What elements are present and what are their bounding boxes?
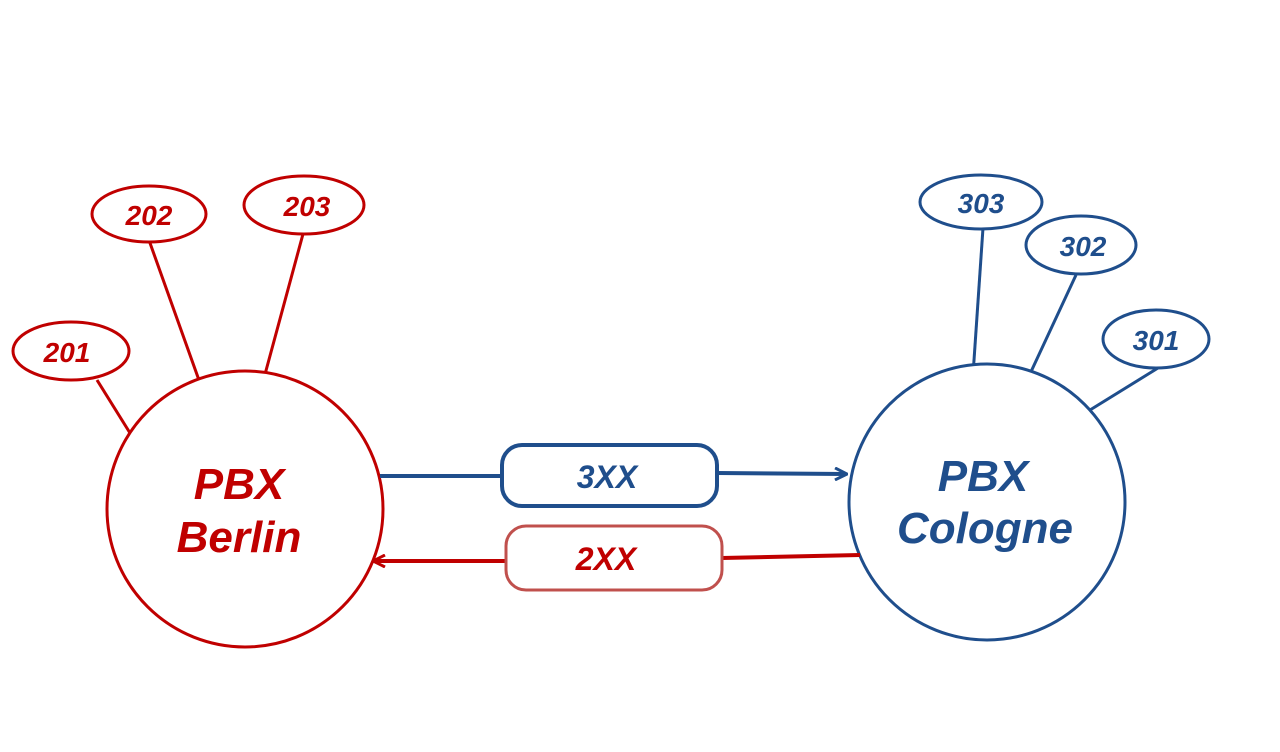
berlin-extension-201-label: 201 — [43, 337, 91, 368]
pbx-berlin-node — [105, 369, 385, 649]
route-to-cologne: 3XX — [380, 443, 846, 508]
berlin-extension-203-label: 203 — [283, 191, 331, 222]
route-to-berlin-label: 2XX — [575, 541, 638, 577]
cologne-connector-303 — [971, 227, 985, 376]
cologne-extension-302: 302 — [1024, 214, 1138, 276]
cologne-extension-301: 301 — [1101, 308, 1211, 370]
pbx-cologne-node — [847, 362, 1127, 642]
pbx-cologne-title-line2: Cologne — [897, 504, 1073, 553]
cologne-extension-302-label: 302 — [1060, 231, 1107, 262]
berlin-connector-203 — [262, 233, 305, 379]
route-to-berlin-box — [504, 524, 724, 592]
route-to-berlin-line-right — [721, 553, 861, 560]
pbx-berlin-title-line2: Berlin — [177, 513, 302, 562]
cologne-connector-302 — [1027, 274, 1078, 377]
berlin-extension-203: 203 — [242, 174, 366, 236]
route-to-berlin: 2XX — [374, 524, 861, 592]
pbx-berlin-title-line1: PBX — [194, 460, 287, 509]
cologne-extension-303-label: 303 — [958, 188, 1005, 219]
berlin-extension-201: 201 — [11, 320, 131, 382]
route-to-cologne-arrow — [716, 473, 846, 474]
cologne-extension-303: 303 — [918, 173, 1044, 231]
route-to-cologne-label: 3XX — [577, 459, 639, 495]
cologne-group: 303 302 301 PBX Cologne — [847, 173, 1211, 642]
berlin-extension-202-label: 202 — [125, 200, 173, 231]
cologne-extension-301-label: 301 — [1133, 325, 1180, 356]
route-to-cologne-box — [500, 443, 719, 508]
berlin-group: 201 202 203 PBX Berlin — [11, 174, 385, 649]
berlin-connector-202 — [148, 242, 202, 384]
berlin-connector-201 — [95, 379, 132, 434]
berlin-extension-202: 202 — [90, 184, 208, 244]
pbx-cologne-title-line1: PBX — [938, 452, 1031, 501]
cologne-connector-301 — [1089, 366, 1159, 412]
